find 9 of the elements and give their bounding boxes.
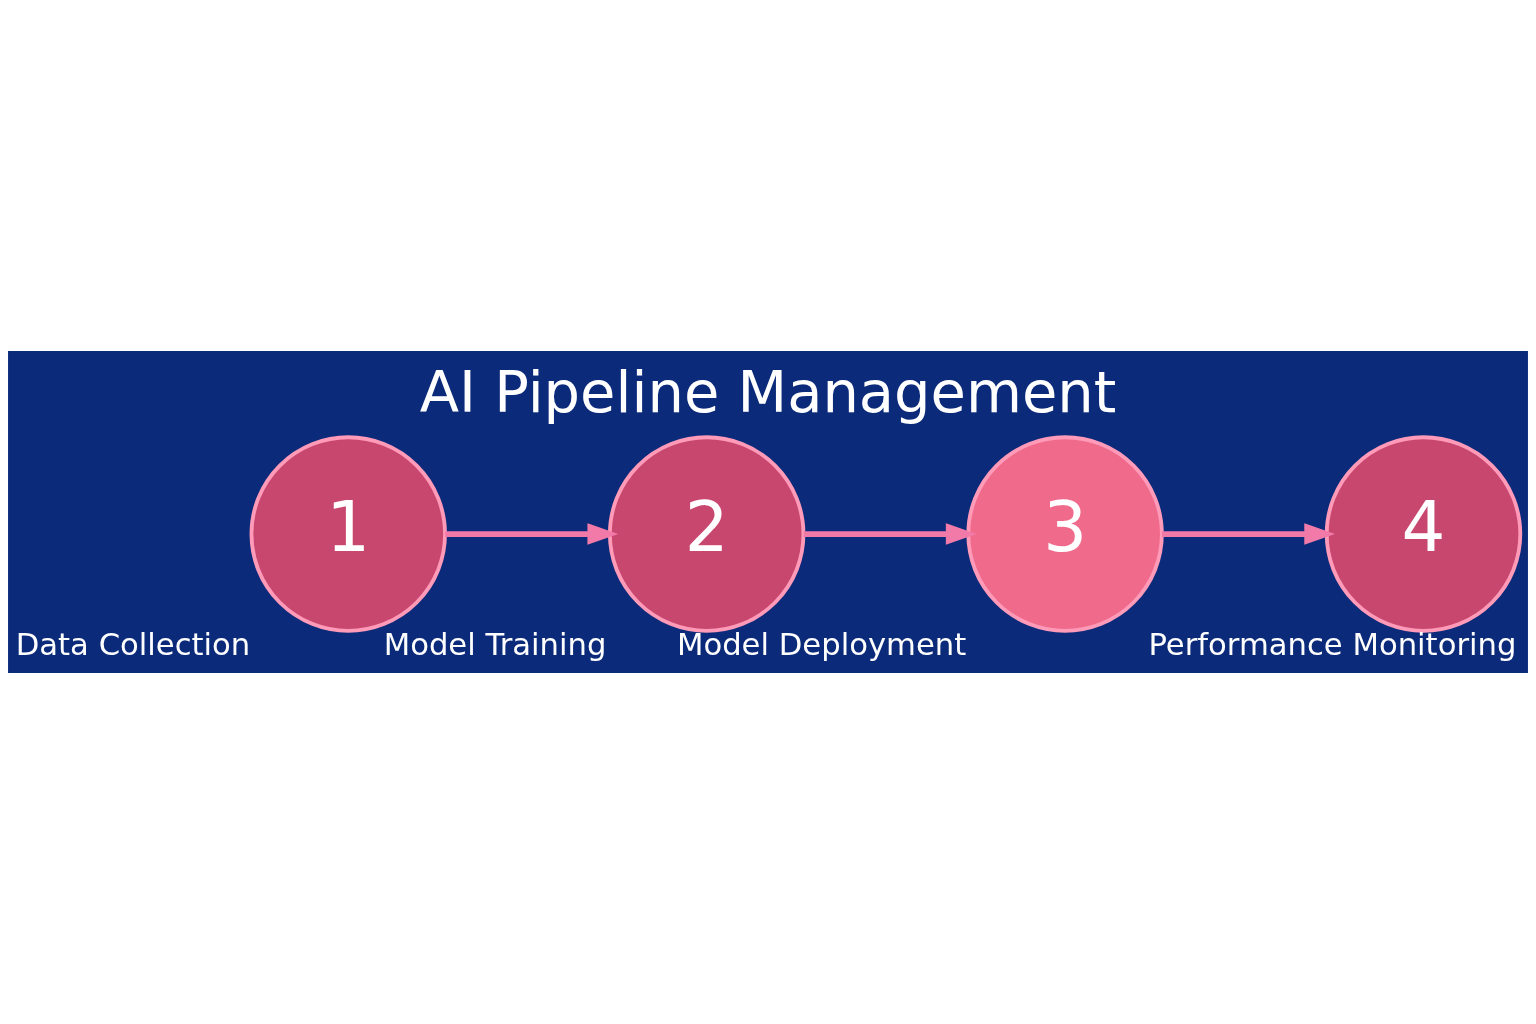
arrow <box>803 523 977 545</box>
node-label: Data Collection <box>15 627 251 663</box>
node-circle: 3 <box>966 435 1164 633</box>
node-circle: 2 <box>607 435 806 633</box>
node-circle: 4 <box>1324 435 1523 633</box>
node-circle: 1 <box>249 435 447 633</box>
diagram-title: AI Pipeline Management <box>419 359 1117 427</box>
arrow <box>445 523 619 545</box>
arrow <box>1162 523 1335 545</box>
